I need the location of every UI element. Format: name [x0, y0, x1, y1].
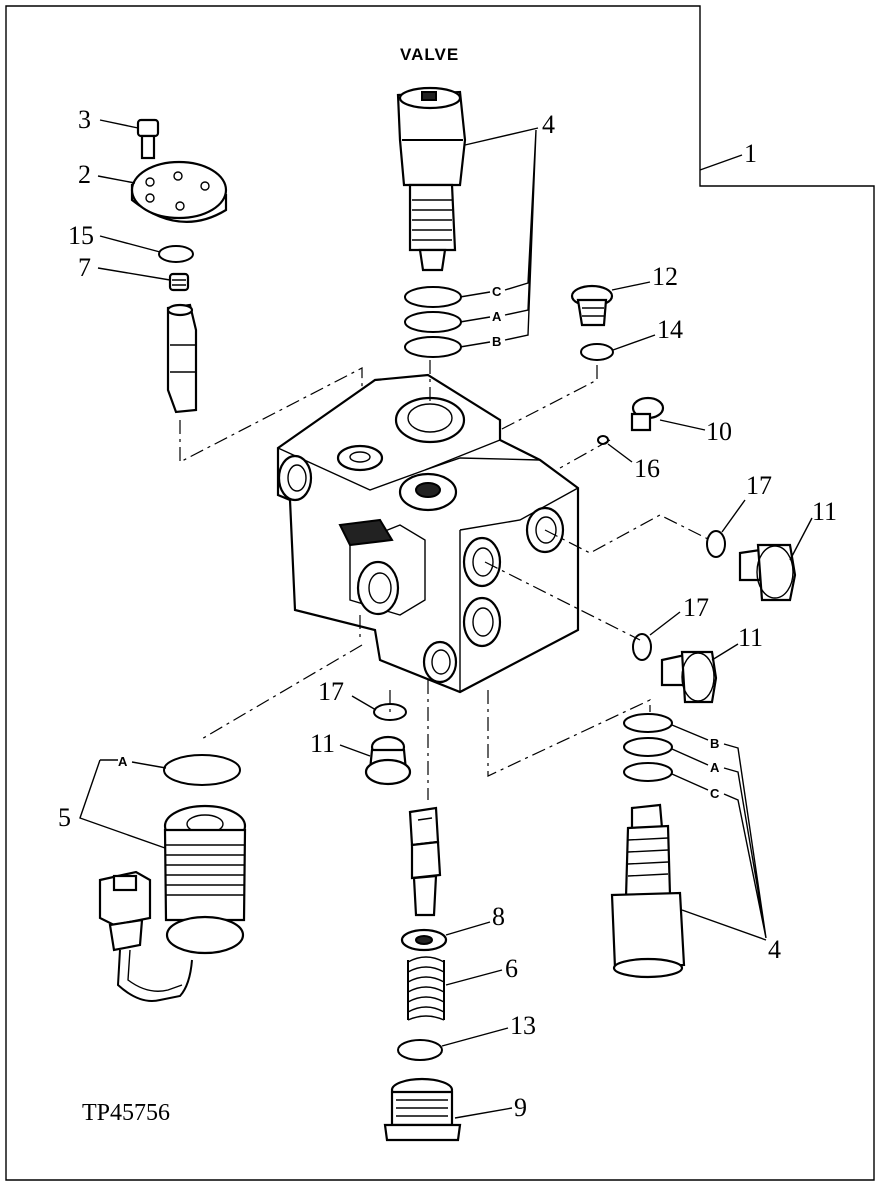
o-ring-top-a — [404, 311, 462, 333]
small-fitting — [168, 272, 190, 292]
solenoid-wire — [116, 949, 193, 1002]
o-ring-15 — [158, 245, 194, 263]
callout-4-top: 4 — [542, 110, 555, 139]
callout-17-left: 17 — [318, 677, 344, 706]
solenoid-coil — [163, 804, 247, 955]
valve-housing — [276, 373, 580, 694]
callout-4-bottom: 4 — [768, 935, 781, 964]
plug-11-right-top — [738, 543, 797, 602]
callout-16: 16 — [634, 454, 660, 483]
callout-17-top: 17 — [746, 471, 772, 500]
spring-6 — [407, 956, 445, 1021]
cover-plate — [130, 160, 228, 223]
callout-5: 5 — [58, 803, 71, 832]
cap-screw — [136, 118, 160, 160]
ring-letter-bottom-b: B — [710, 736, 719, 751]
callout-17-mid: 17 — [683, 593, 709, 622]
plug-10 — [630, 396, 665, 432]
callout-6: 6 — [505, 954, 518, 983]
plug-11-right-mid — [660, 650, 718, 704]
o-ring-17-left — [373, 703, 407, 721]
spool-center — [408, 806, 442, 917]
o-ring-14 — [580, 343, 614, 361]
seat-8 — [400, 928, 448, 952]
callout-12: 12 — [652, 262, 678, 291]
plug-12 — [570, 284, 614, 327]
callout-1: 1 — [744, 139, 757, 168]
spool-left — [166, 303, 198, 414]
o-ring-top-b — [404, 336, 462, 358]
callout-13: 13 — [510, 1011, 536, 1040]
callout-7: 7 — [78, 253, 91, 282]
callout-3: 3 — [78, 105, 91, 134]
o-ring-bottom-b — [623, 713, 673, 733]
o-ring-bottom-a — [623, 737, 673, 757]
callout-10: 10 — [706, 417, 732, 446]
ring-letter-bottom-c: C — [710, 786, 720, 801]
o-ring-top-c — [404, 286, 462, 308]
ring-letter-bottom-a: A — [710, 760, 720, 775]
o-ring-17-mid — [632, 633, 652, 661]
plug-9 — [383, 1077, 462, 1142]
callout-8: 8 — [492, 902, 505, 931]
o-ring-16 — [597, 435, 609, 445]
ring-letter-solenoid-a: A — [118, 754, 128, 769]
callout-9: 9 — [514, 1093, 527, 1122]
diagram-title: VALVE — [400, 45, 459, 64]
callout-14: 14 — [657, 315, 683, 344]
o-ring-solenoid-a — [163, 754, 241, 786]
plug-11-left — [364, 735, 412, 786]
connector-plug — [98, 870, 152, 952]
callout-11-right-mid: 11 — [738, 623, 763, 652]
o-ring-bottom-c — [623, 762, 673, 782]
callout-2: 2 — [78, 160, 91, 189]
ring-letter-top-b: B — [492, 334, 501, 349]
o-ring-13 — [397, 1039, 443, 1061]
assembly-boundary — [5, 5, 875, 1181]
o-ring-17-top — [706, 530, 726, 558]
callout-15: 15 — [68, 221, 94, 250]
figure-id: TP45756 — [82, 1100, 170, 1126]
callout-11-left: 11 — [310, 729, 335, 758]
valve-cartridge-top — [396, 86, 467, 272]
callout-11-right-top: 11 — [812, 497, 837, 526]
ring-letter-top-c: C — [492, 284, 502, 299]
ring-letter-top-a: A — [492, 309, 502, 324]
valve-cartridge-bottom — [610, 803, 686, 979]
